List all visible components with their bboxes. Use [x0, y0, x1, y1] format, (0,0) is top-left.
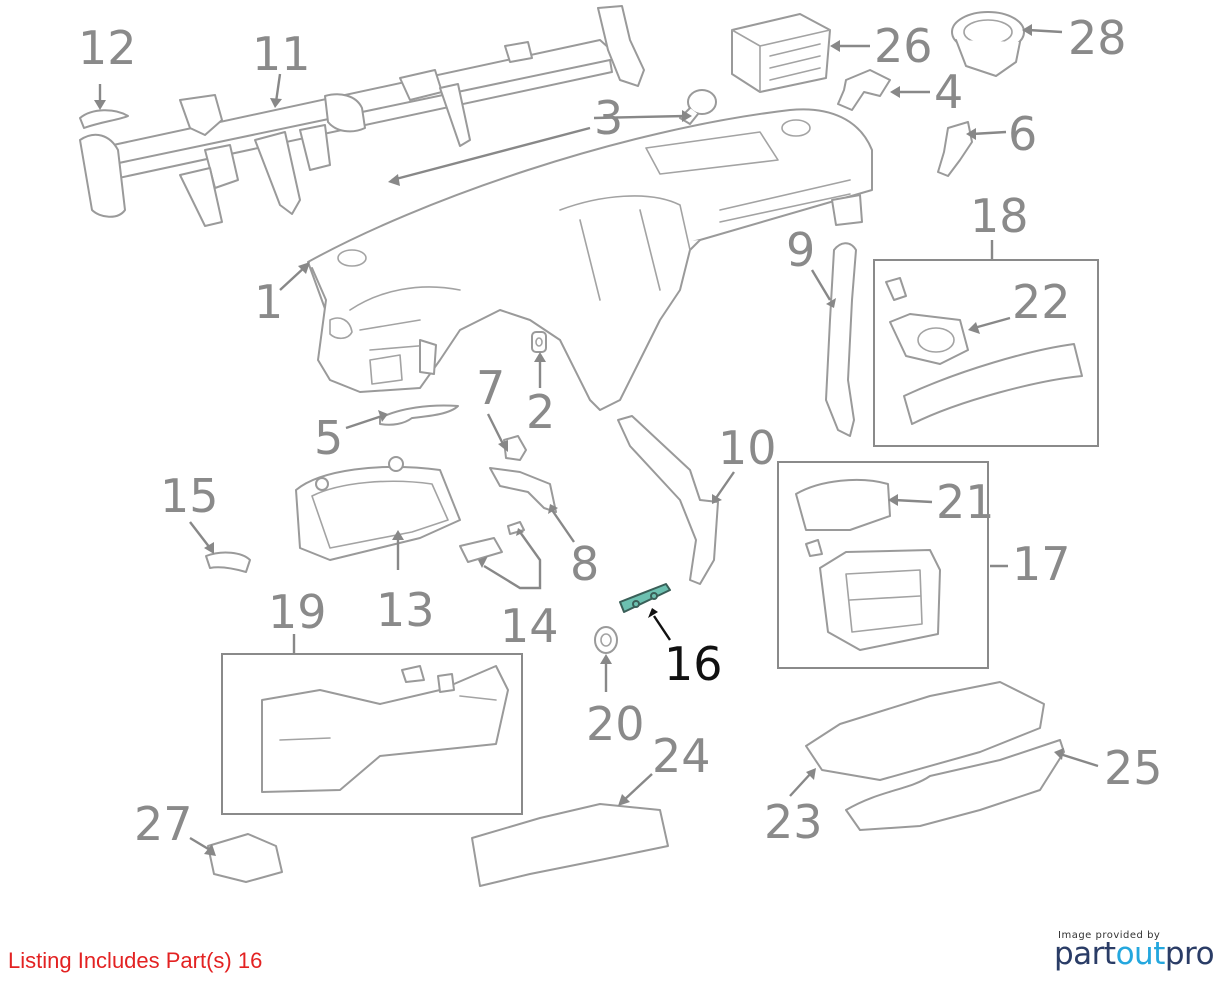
callout-4: 4	[934, 65, 963, 119]
part-16-highlighted	[619, 583, 671, 613]
callout-19: 19	[268, 585, 327, 639]
callout-5: 5	[314, 411, 343, 465]
callout-27: 27	[134, 797, 193, 851]
callout-12: 12	[78, 21, 137, 75]
callout-8: 8	[570, 537, 599, 591]
callout-21: 21	[936, 475, 995, 529]
callout-1: 1	[254, 275, 283, 329]
callout-7: 7	[476, 361, 505, 415]
part-24-panel	[471, 803, 669, 887]
callout-3: 3	[594, 91, 623, 145]
callout-24: 24	[652, 729, 711, 783]
part-5-duct	[379, 404, 459, 426]
listing-includes-note: Listing Includes Part(s) 16	[8, 948, 263, 973]
part-10-bracket	[617, 415, 719, 585]
callout-18: 18	[970, 189, 1029, 243]
part-15-duct	[205, 551, 251, 573]
part-12	[79, 109, 129, 129]
part-26-module	[731, 13, 831, 93]
callout-2: 2	[526, 385, 555, 439]
callout-17: 17	[1012, 537, 1071, 591]
logo-out: out	[1115, 936, 1166, 972]
part-11-crossbeam	[79, 5, 645, 227]
part-2-grommet	[531, 331, 547, 353]
callout-13: 13	[376, 583, 435, 637]
callout-9: 9	[786, 223, 815, 277]
part-14-plates	[459, 521, 525, 563]
callout-23: 23	[764, 795, 823, 849]
part-6-bracket	[937, 121, 973, 177]
group-18	[873, 259, 1099, 447]
callout-26: 26	[874, 19, 933, 73]
part-20-washer	[594, 626, 618, 654]
callout-10: 10	[718, 421, 777, 475]
group-19	[221, 653, 523, 815]
part-28-ring	[951, 11, 1025, 77]
part-25-pocket	[845, 739, 1065, 831]
part-1-instrument-panel	[307, 108, 873, 411]
callout-labels: 12 11 26 28 3 4 6 18 9 22 1 2 7 5 10 15 …	[78, 11, 1163, 851]
image-credit-line: Image provided by	[1058, 930, 1161, 941]
callout-11: 11	[252, 27, 311, 81]
group-17	[777, 461, 989, 669]
callout-15: 15	[160, 469, 219, 523]
callout-25: 25	[1104, 741, 1163, 795]
part-27-vent	[207, 833, 283, 883]
part-23-box	[805, 681, 1045, 781]
callout-14: 14	[500, 599, 559, 653]
callout-22: 22	[1012, 275, 1071, 329]
logo-pro: pro	[1164, 936, 1215, 972]
part-4-bracket	[837, 69, 891, 111]
part-8-trim	[489, 467, 557, 513]
callout-16: 16	[664, 637, 723, 691]
part-7-bracket	[503, 435, 527, 461]
callout-20: 20	[586, 697, 645, 751]
partoutpro-logo: partoutpro	[1054, 936, 1215, 972]
leader-lines	[94, 24, 1099, 856]
part-13-cluster	[295, 456, 461, 561]
logo-part: part	[1054, 936, 1116, 972]
part-9-pillar	[825, 242, 857, 437]
callout-6: 6	[1008, 107, 1037, 161]
callout-28: 28	[1068, 11, 1127, 65]
